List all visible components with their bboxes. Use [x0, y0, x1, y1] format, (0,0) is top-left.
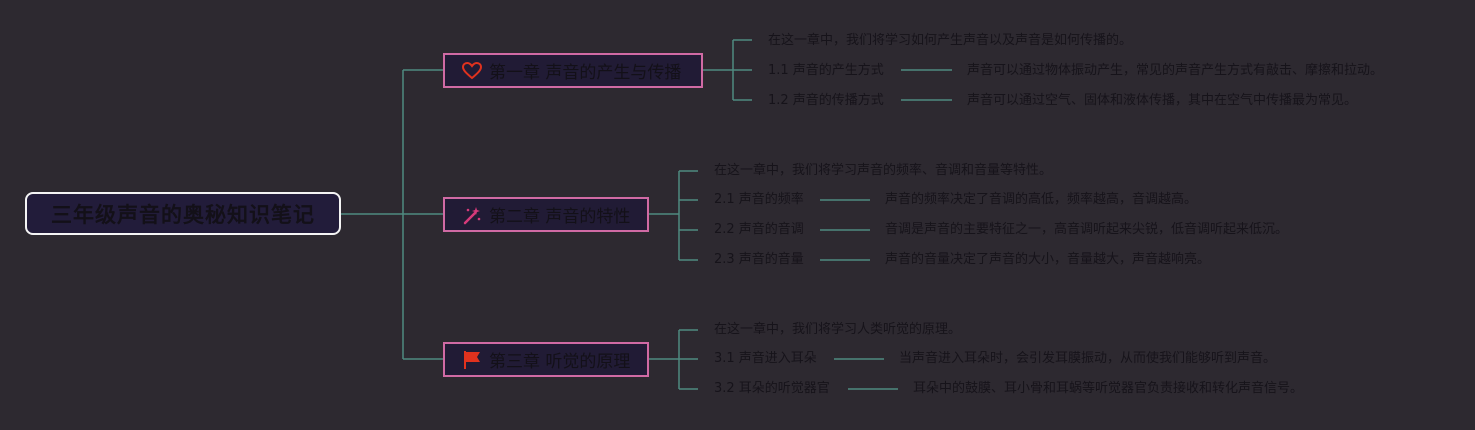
chapter-2-label: 第二章 声音的特性 — [489, 207, 631, 227]
chapter-1-section-1-detail: 声音可以通过物体振动产生，常见的声音产生方式有敲击、摩擦和拉动。 — [967, 63, 1384, 78]
chapter-2-section-1-detail: 声音的频率决定了音调的高低，频率越高，音调越高。 — [885, 192, 1198, 207]
chapter-1-section-2-detail: 声音可以通过空气、固体和液体传播，其中在空气中传播最为常见。 — [967, 93, 1358, 108]
root-title: 三年级声音的奥秘知识笔记 — [51, 202, 315, 227]
chapter-1-section-1-label: 1.1 声音的产生方式 — [768, 63, 884, 78]
connector-ch2-trunk — [649, 170, 698, 261]
chapter-2-section-3-detail: 声音的音量决定了声音的大小，音量越大，声音越响亮。 — [885, 252, 1211, 267]
chapter-1-section-2-label: 1.2 声音的传播方式 — [768, 93, 884, 108]
chapter-1-node[interactable]: 第一章 声音的产生与传播 — [443, 53, 703, 88]
chapter-2-node[interactable]: 第二章 声音的特性 — [443, 197, 649, 232]
chapter-2-intro: 在这一章中，我们将学习声音的频率、音调和音量等特性。 — [714, 163, 1053, 178]
chapter-3-intro: 在这一章中，我们将学习人类听觉的原理。 — [714, 322, 962, 337]
heart-icon — [461, 60, 483, 82]
chapter-3-section-2-label: 3.2 耳朵的听觉器官 — [714, 381, 830, 396]
chapter-1-label: 第一章 声音的产生与传播 — [489, 63, 682, 83]
chapter-3-section-1-label: 3.1 声音进入耳朵 — [714, 351, 817, 366]
chapter-3-label: 第三章 听觉的原理 — [489, 352, 631, 372]
chapter-2-section-1-label: 2.1 声音的频率 — [714, 192, 804, 207]
chapter-3-node[interactable]: 第三章 听觉的原理 — [443, 342, 649, 377]
connector-ch3-trunk — [649, 329, 698, 390]
chapter-2-section-3-label: 2.3 声音的音量 — [714, 252, 804, 267]
root-topic[interactable]: 三年级声音的奥秘知识笔记 — [25, 192, 341, 235]
chapter-3-section-2-detail: 耳朵中的鼓膜、耳小骨和耳蜗等听觉器官负责接收和转化声音信号。 — [913, 381, 1304, 396]
chapter-1-intro: 在这一章中，我们将学习如何产生声音以及声音是如何传播的。 — [768, 33, 1133, 48]
flag-icon — [461, 349, 483, 371]
chapter-3-section-1-detail: 当声音进入耳朵时，会引发耳膜振动，从而使我们能够听到声音。 — [899, 351, 1277, 366]
magic-wand-icon — [461, 204, 483, 226]
chapter-2-section-2-detail: 音调是声音的主要特征之一，高音调听起来尖锐，低音调听起来低沉。 — [885, 222, 1289, 237]
connector-ch1-trunk — [703, 39, 752, 101]
chapter-2-section-2-label: 2.2 声音的音调 — [714, 222, 804, 237]
